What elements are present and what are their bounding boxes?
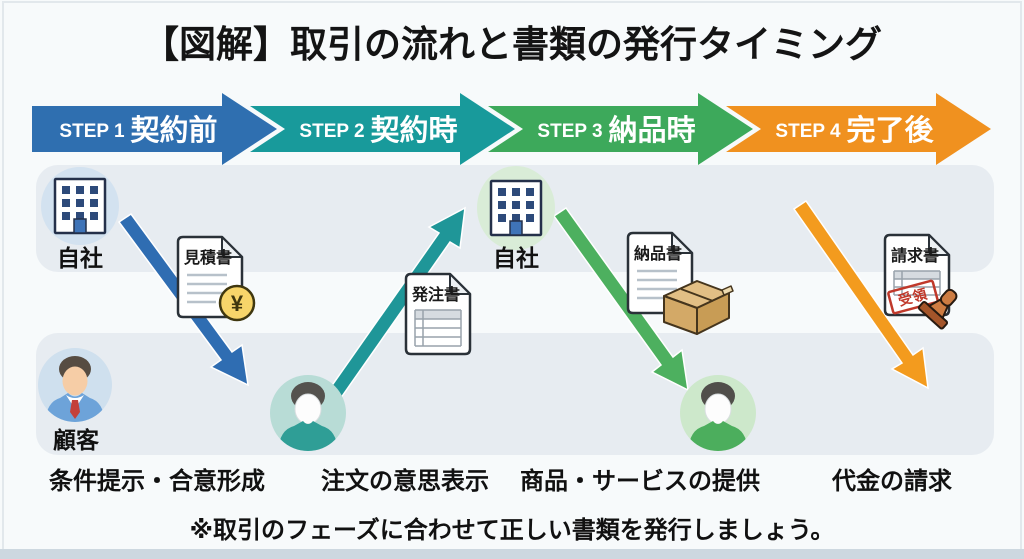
action-label-2: 注文の意思表示 bbox=[321, 467, 489, 495]
hanko-stamp-icon bbox=[917, 288, 958, 330]
step1-label: STEP 1 bbox=[59, 121, 125, 142]
customer-label: 顧客 bbox=[53, 427, 100, 453]
step3-phase: 納品時 bbox=[608, 113, 695, 147]
customer3-avatar-icon bbox=[688, 382, 748, 451]
delivery-note-title: 納品書 bbox=[634, 244, 682, 263]
document-table-icon bbox=[414, 309, 462, 347]
customer-person-step3 bbox=[680, 375, 756, 451]
step3-banner bbox=[488, 93, 753, 165]
step4-phase: 完了後 bbox=[846, 113, 934, 147]
company1-building-icon bbox=[53, 177, 107, 235]
customer2-avatar-icon bbox=[278, 382, 338, 451]
customer-lane-band bbox=[36, 333, 994, 455]
bottom-strip bbox=[0, 549, 1024, 559]
document-lines-icon bbox=[187, 273, 227, 304]
customer-person: 顧客 bbox=[38, 348, 112, 453]
invoice-title: 請求書 bbox=[891, 246, 939, 265]
stamp-text: 受領 bbox=[896, 285, 929, 308]
action-label-3: 商品・サービスの提供 bbox=[520, 467, 760, 495]
flow-arrow-delivery bbox=[552, 206, 689, 392]
step3-label: STEP 3 bbox=[537, 121, 602, 142]
company2-building-icon bbox=[489, 179, 543, 237]
step-banner-group: STEP 1 契約前 STEP 2 契約時 STEP 3 納品時 STEP 4 … bbox=[32, 93, 991, 165]
company-step3: 自社 bbox=[477, 166, 555, 271]
delivery-note-document: 納品書 bbox=[626, 231, 694, 315]
footnote: ※取引のフェーズに合わせて正しい書類を発行しましょう。 bbox=[190, 516, 835, 544]
step4-label: STEP 4 bbox=[775, 121, 841, 142]
document-table-icon bbox=[893, 270, 941, 296]
quotation-document: 見積書 bbox=[176, 235, 244, 319]
step1-banner bbox=[32, 93, 277, 165]
step1-phase: 契約前 bbox=[130, 113, 217, 147]
customer-avatar-icon bbox=[45, 356, 105, 422]
company2-label: 自社 bbox=[493, 245, 539, 271]
yen-coin-icon: ¥ bbox=[218, 284, 256, 322]
invoice-document: 請求書 bbox=[883, 233, 951, 317]
yen-symbol: ¥ bbox=[231, 291, 244, 316]
company1-label: 自社 bbox=[57, 245, 103, 271]
action-label-1: 条件提示・合意形成 bbox=[49, 467, 265, 495]
step2-phase: 契約時 bbox=[370, 113, 457, 147]
company-step1: 自社 bbox=[41, 167, 119, 271]
package-box-icon bbox=[663, 280, 734, 335]
step2-banner bbox=[250, 93, 515, 165]
purchase-order-title: 発注書 bbox=[411, 285, 460, 304]
quotation-title: 見積書 bbox=[183, 248, 232, 267]
stamp-imprint-icon: 受領 bbox=[887, 279, 939, 315]
purchase-order-document: 発注書 bbox=[404, 272, 472, 356]
step2-label: STEP 2 bbox=[299, 121, 364, 142]
page-title: 【図解】取引の流れと書類の発行タイミング bbox=[142, 24, 882, 65]
flow-arrow-invoice bbox=[792, 199, 929, 390]
action-label-4: 代金の請求 bbox=[831, 467, 952, 495]
customer-person-step2 bbox=[270, 375, 346, 451]
flow-arrow-order bbox=[324, 206, 466, 404]
document-lines-icon bbox=[637, 269, 677, 300]
step4-banner bbox=[726, 93, 991, 165]
